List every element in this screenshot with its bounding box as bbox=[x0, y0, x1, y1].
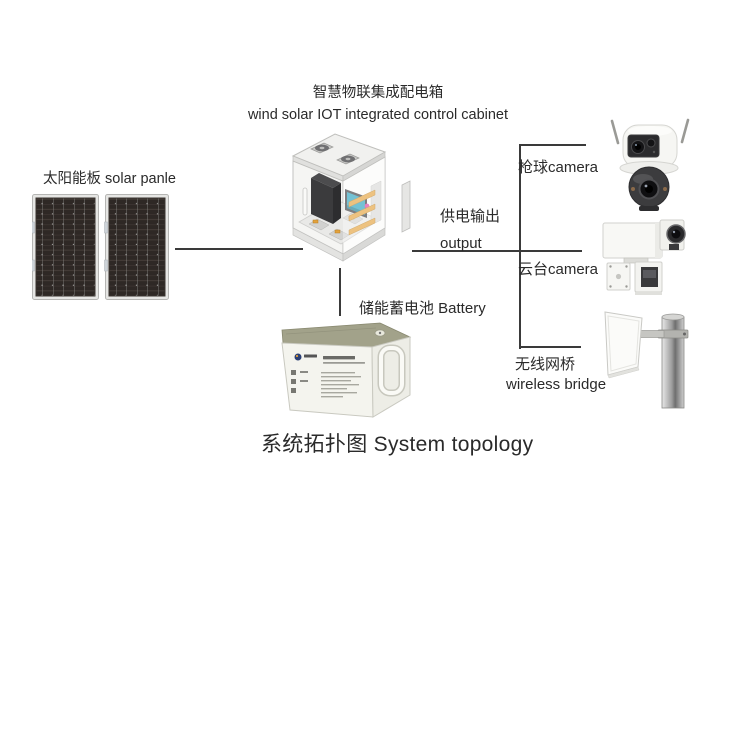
wireless-bridge-image bbox=[604, 311, 689, 409]
solar-panel-image bbox=[32, 194, 169, 300]
wireless-bridge-label-zh: 无线网桥 bbox=[515, 356, 576, 373]
fan-icon bbox=[310, 142, 334, 154]
ptz-base-unit bbox=[634, 261, 663, 295]
gunball-camera-image bbox=[610, 118, 690, 211]
ptz-camera-image bbox=[602, 219, 686, 295]
cabinet-door bbox=[401, 180, 411, 233]
cabinet-lid bbox=[291, 133, 387, 182]
ptz-camera-label: 云台camera bbox=[518, 261, 599, 278]
ptz-base-left bbox=[606, 262, 631, 291]
wireless-bridge-label: 无线网桥 wireless bridge bbox=[506, 355, 606, 395]
control-cabinet-image bbox=[291, 133, 411, 262]
output-label-zh: 供电输出 bbox=[440, 208, 501, 225]
cabinet-label: 智慧物联集成配电箱 wind solar IOT integrated cont… bbox=[230, 82, 526, 126]
output-label: 供电输出 output bbox=[440, 203, 500, 257]
solar-panel-left bbox=[32, 194, 99, 300]
ptz-housing bbox=[602, 222, 663, 259]
wireless-bridge-label-en: wireless bridge bbox=[506, 376, 607, 393]
mounting-pole bbox=[661, 313, 685, 409]
battery-handle bbox=[377, 344, 406, 397]
cabinet-controller-box bbox=[311, 173, 341, 224]
ptz-camera-head bbox=[659, 219, 686, 251]
cabinet-label-en: wind solar IOT integrated control cabine… bbox=[247, 107, 509, 123]
battery-label: 储能蓄电池 Battery bbox=[359, 300, 486, 317]
cabinet-glass bbox=[343, 157, 385, 254]
gunball-camera-label: 枪球camera bbox=[518, 159, 599, 176]
bracket-arm bbox=[639, 330, 665, 338]
camera-lens-window bbox=[627, 134, 660, 158]
solar-panel-label: 太阳能板 solar panle bbox=[43, 171, 176, 187]
antenna-panel bbox=[604, 311, 643, 379]
cabinet-terminal-rails bbox=[348, 180, 382, 236]
ptz-housing-shade bbox=[655, 223, 662, 258]
camera-base bbox=[639, 206, 659, 211]
page-title: 系统拓扑图 System topology bbox=[261, 433, 534, 456]
output-label-en: output bbox=[440, 235, 482, 252]
cabinet-base-right bbox=[342, 227, 386, 262]
fan-icon bbox=[336, 153, 360, 165]
battery-print bbox=[291, 353, 365, 398]
solar-panel-right bbox=[104, 194, 169, 300]
cabinet-handle bbox=[302, 187, 308, 216]
cabinet-label-zh: 智慧物联集成配电箱 bbox=[312, 85, 444, 101]
antenna-icon bbox=[610, 118, 690, 145]
camera-dome bbox=[628, 166, 670, 208]
battery-image bbox=[281, 322, 412, 418]
